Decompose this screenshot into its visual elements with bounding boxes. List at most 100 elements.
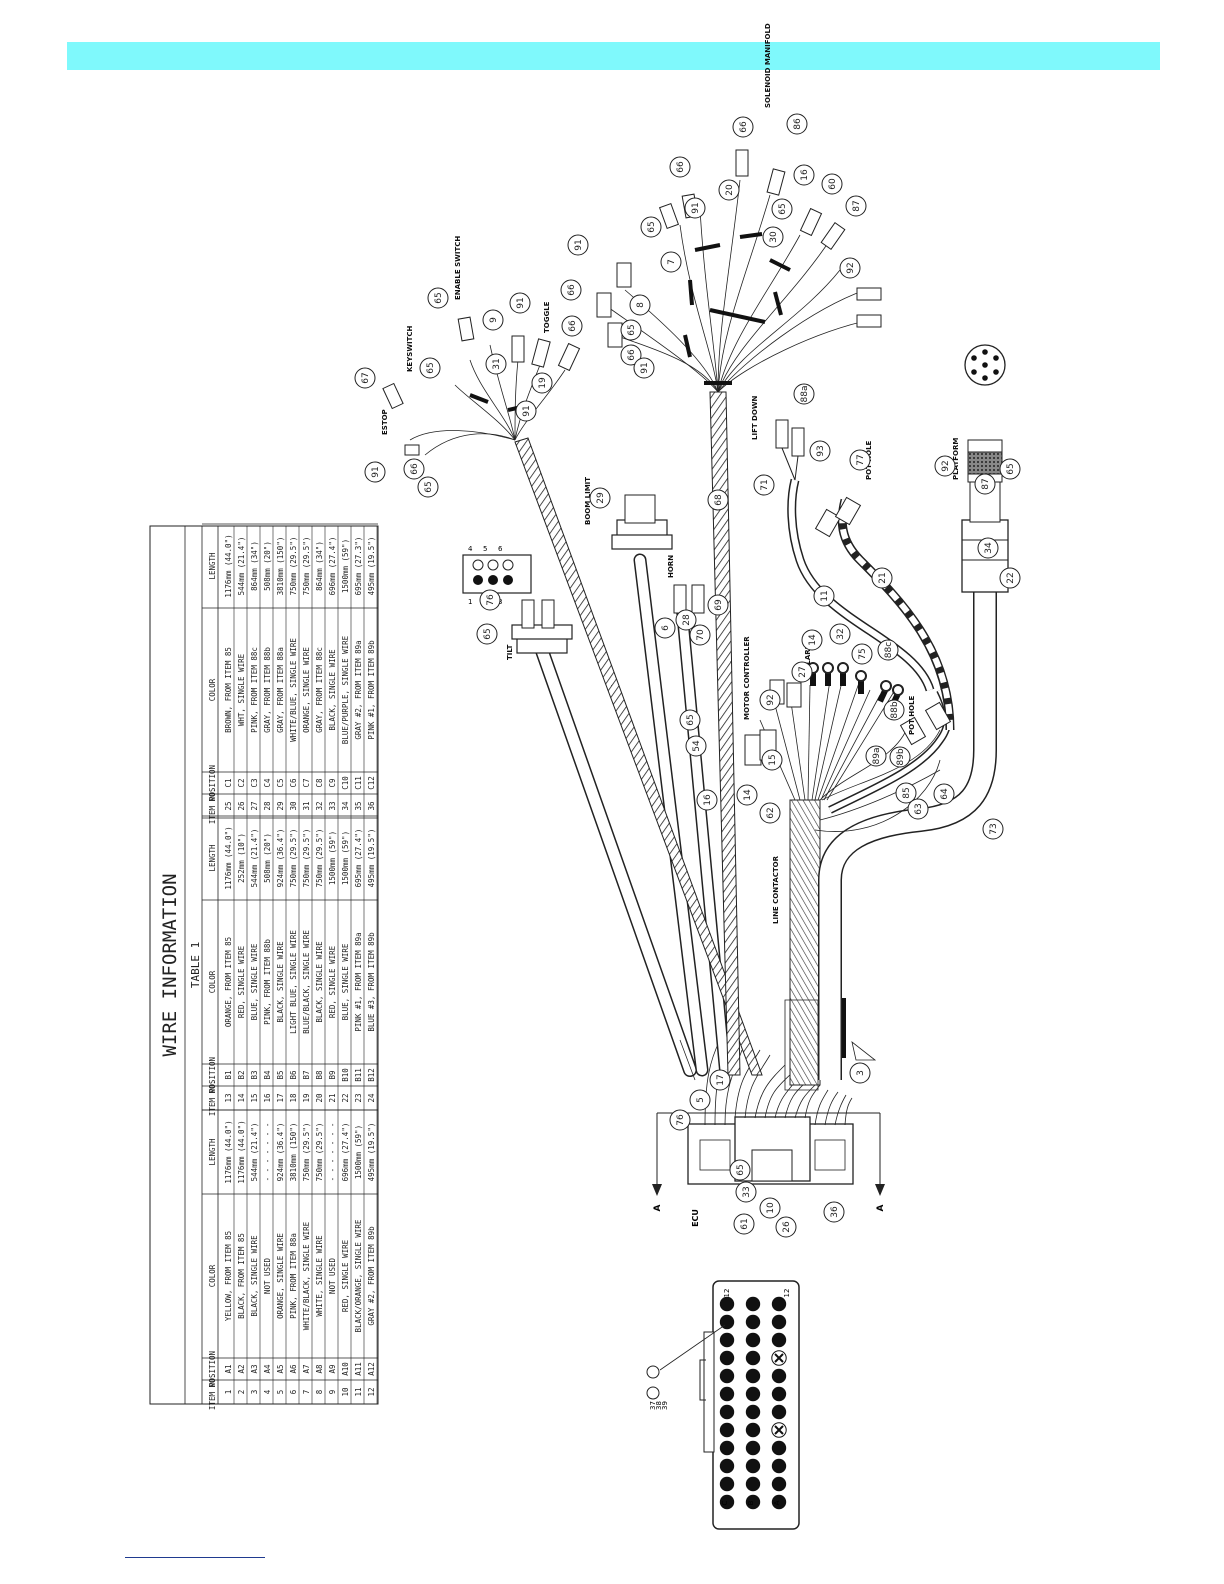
ecu-pin — [771, 1314, 787, 1330]
label-lift-down: LIFT DOWN — [751, 395, 759, 440]
callout-balloon: 89a — [865, 745, 887, 767]
table-cell: C1 — [224, 778, 233, 787]
callout-number: 65 — [686, 714, 696, 725]
callout-number: 91 — [691, 202, 701, 213]
ecu-row-label-c: C — [721, 1500, 729, 1505]
table-cell: C5 — [276, 778, 285, 787]
table-cell: RED, SINGLE WIRE — [341, 1239, 350, 1312]
callout-circle — [977, 537, 999, 559]
callout-circle — [982, 818, 1004, 840]
table-cell: GRAY, FROM ITEM 88c — [315, 647, 324, 733]
callout-number: 61 — [740, 1218, 750, 1229]
callout-circle — [733, 1213, 755, 1235]
table-header-cell: LENGTH — [208, 1138, 217, 1166]
callout-number: 87 — [852, 200, 862, 211]
callout-number: 88b — [890, 701, 900, 718]
callout-number: 75 — [858, 648, 868, 659]
callout-balloon: 88c — [877, 639, 899, 661]
callout-circle — [669, 156, 691, 178]
table-cell: B5 — [276, 1070, 285, 1079]
table-cell: 4 — [263, 1389, 272, 1394]
callout-number: 76 — [486, 594, 496, 606]
callout-circle — [620, 344, 642, 366]
ecu-pin — [745, 1404, 761, 1420]
label-toggle: TOGGLE — [543, 301, 551, 333]
ecu-pin — [745, 1296, 761, 1312]
table-cell: A1 — [224, 1364, 233, 1373]
callout-circle — [419, 357, 441, 379]
callout-number: 9 — [489, 317, 499, 323]
table-cell: 508mm (20") — [263, 833, 272, 883]
callout-balloon: 65 — [417, 476, 439, 498]
table-cell: 29 — [276, 801, 285, 810]
callout-balloon: 5 — [689, 1089, 711, 1111]
table-cell: BLUE, SINGLE WIRE — [250, 943, 259, 1020]
table-cell: 30 — [289, 801, 298, 811]
table-cell: NOT USED — [263, 1257, 272, 1294]
table-cell: ORANGE, SINGLE WIRE — [302, 647, 311, 733]
callout-number: 70 — [696, 629, 706, 641]
ecu-pin — [771, 1404, 787, 1420]
tilt-pin-6: 6 — [498, 545, 503, 553]
callout-number: 89b — [896, 748, 906, 765]
lift-down-terminals — [775, 419, 805, 481]
header-band — [67, 42, 1160, 70]
estop-keyswitch-terminals — [382, 316, 581, 456]
callout-balloon: 65 — [679, 709, 701, 731]
ecu-connector: ECU A A — [652, 1112, 886, 1227]
callout-number: 66 — [739, 121, 749, 133]
label-motor-controller: MOTOR CONTROLLER — [743, 636, 751, 720]
table-cell: 1176mm (44.0") — [237, 1120, 246, 1183]
callout-circle — [589, 487, 611, 509]
table-header-cell: LENGTH — [208, 844, 217, 872]
callout-balloon: 27 — [791, 661, 813, 683]
callout-circle — [709, 1069, 731, 1091]
callout-number: 71 — [760, 479, 770, 490]
callout-balloon: 76 — [669, 1109, 691, 1131]
ecu-pin — [719, 1476, 735, 1492]
callout-circle — [403, 458, 425, 480]
callout-balloon: 73 — [982, 818, 1004, 840]
table-cell: 750mm (29.5") — [302, 1123, 311, 1182]
label-platform: PLATFORM — [952, 438, 960, 480]
table-cell: B1 — [224, 1070, 233, 1079]
callout-number: 85 — [902, 787, 912, 798]
ecu-pin — [719, 1458, 735, 1474]
table-cell: 11 — [354, 1387, 363, 1396]
callout-balloon: 91 — [684, 197, 706, 219]
table-cell: 750mm (29.5") — [302, 537, 311, 596]
callout-circle — [849, 1062, 871, 1084]
callout-balloon: 32 — [829, 623, 851, 645]
callout-number: 16 — [703, 794, 713, 806]
ecu-pin — [719, 1386, 735, 1402]
table-cell: 12 — [367, 1387, 376, 1396]
callout-circle — [531, 372, 553, 394]
ecu-pin-number-12b: 12 — [783, 1289, 791, 1298]
callout-number: 65 — [434, 292, 444, 303]
table-header-cell: ITEM NO. — [208, 1374, 217, 1410]
ecu-pin — [745, 1314, 761, 1330]
ecu-pin — [745, 1350, 761, 1366]
table-cell: 36 — [367, 801, 376, 811]
callout-number: 64 — [940, 788, 950, 800]
table-cell: A4 — [263, 1364, 272, 1374]
table-cell: 28 — [263, 801, 272, 811]
callout-circle — [633, 357, 655, 379]
table-cell: B4 — [263, 1070, 272, 1080]
callout-circle — [934, 455, 956, 477]
callout-number: 66 — [567, 284, 577, 296]
callout-balloon: 66 — [669, 156, 691, 178]
table-cell: BLACK, FROM ITEM 85 — [237, 1233, 246, 1319]
callout-circle — [707, 594, 729, 616]
table-cell: 1176mm (44.0") — [224, 534, 233, 597]
table-cell: LIGHT BLUE, SINGLE WIRE — [289, 930, 298, 1034]
table-cell: 508mm (20") — [263, 541, 272, 591]
callout-circle — [509, 292, 531, 314]
table-cell: 495mm (19.5") — [367, 537, 376, 596]
callout-circle — [791, 661, 813, 683]
callout-number: 73 — [989, 823, 999, 834]
callout-number: 62 — [766, 807, 776, 818]
callout-number: 16 — [800, 169, 810, 181]
callout-circle — [735, 1181, 757, 1203]
